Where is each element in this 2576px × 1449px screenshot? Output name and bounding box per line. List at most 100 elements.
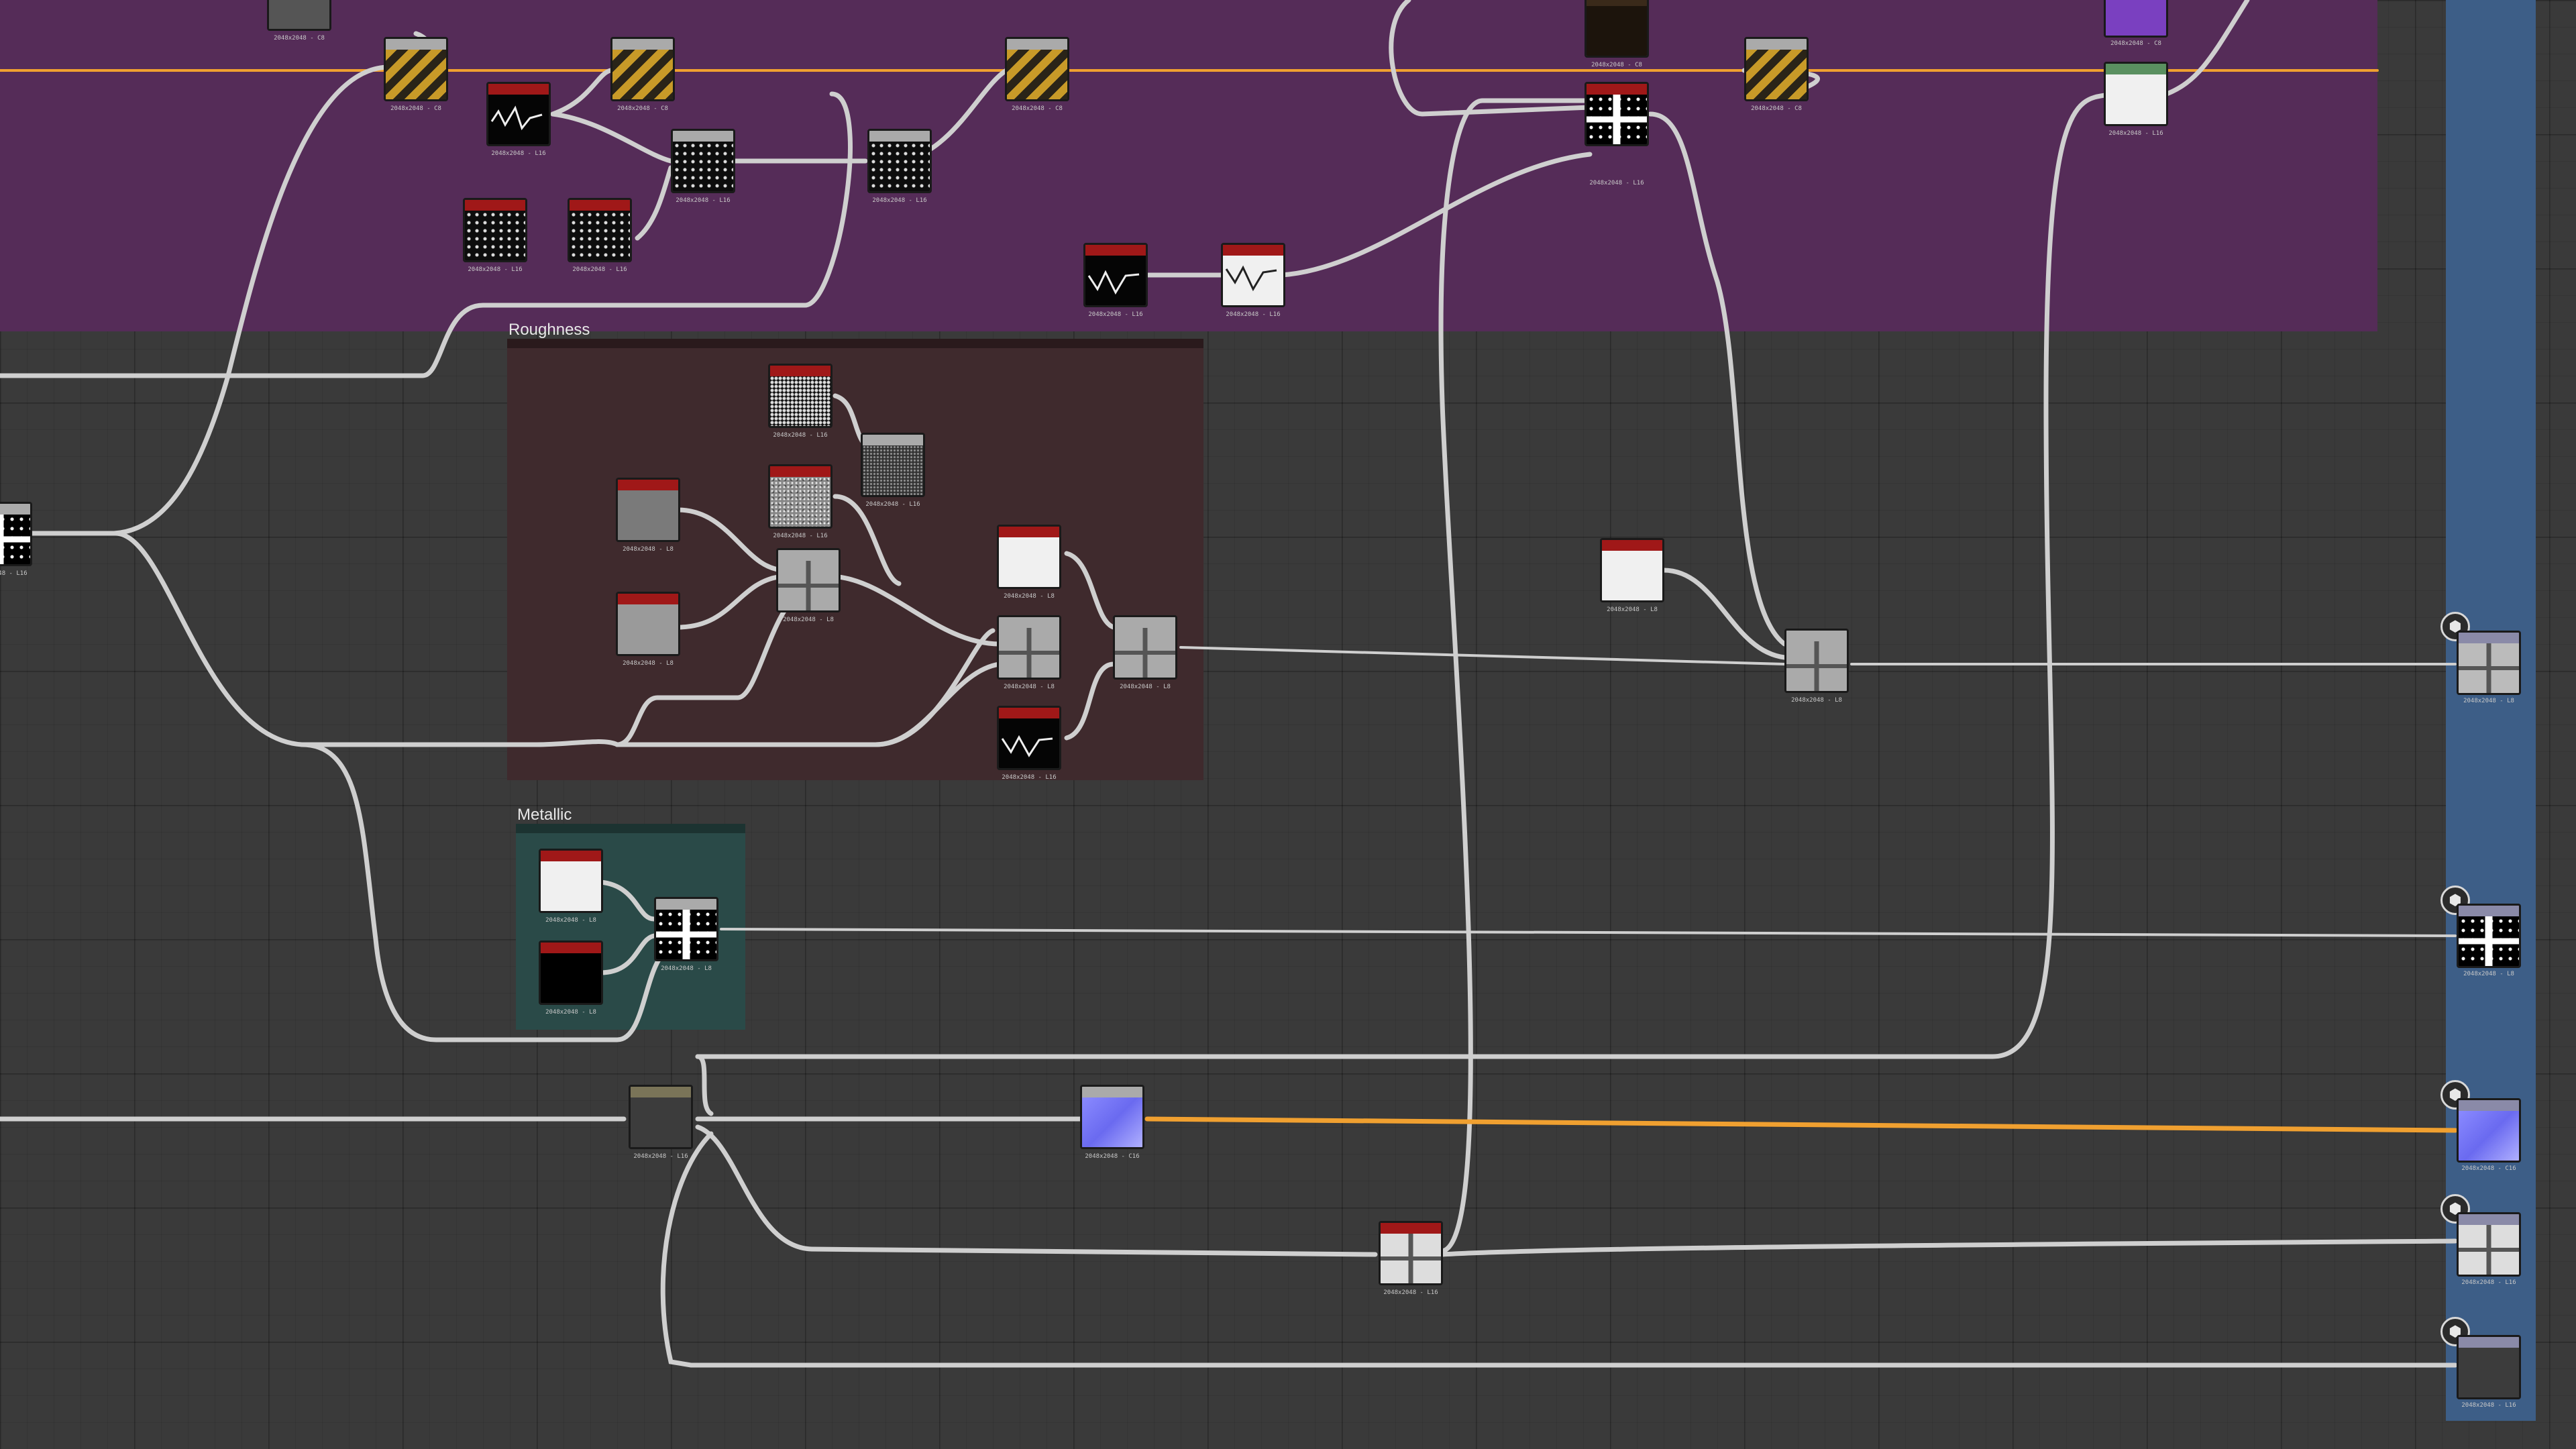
normal-node[interactable] (1080, 1085, 1144, 1149)
node-resolution-label: 2048x2048 - L8 (2463, 698, 2514, 704)
curve-node[interactable] (997, 706, 1061, 770)
wire (1440, 1238, 2458, 1257)
curve-node[interactable] (486, 82, 551, 146)
wire (1179, 646, 1786, 665)
wire (1064, 551, 1116, 630)
cracks-node[interactable] (1585, 82, 1649, 146)
node-resolution-label: 2048x2048 - L8 (1120, 684, 1171, 690)
node-resolution-label: 2048x2048 - L16 (1088, 311, 1143, 318)
node-resolution-label: 2048x2048 - C16 (1085, 1153, 1140, 1160)
blend-node[interactable] (1113, 615, 1177, 680)
scatter-node[interactable] (867, 129, 932, 193)
blend-node[interactable] (610, 37, 675, 101)
node-resolution-label: 2048x2048 - C8 (2110, 40, 2161, 47)
dark-node[interactable] (1585, 0, 1649, 58)
blend-node[interactable] (1784, 629, 1849, 693)
node-resolution-label: 2048x2048 - C8 (390, 105, 441, 112)
levels-node[interactable] (1221, 243, 1285, 307)
roughness-output-node[interactable] (2457, 631, 2521, 695)
blend-node[interactable] (1005, 37, 1069, 101)
scatter-node[interactable] (463, 198, 527, 262)
wire (833, 494, 902, 586)
uniform-node[interactable] (1600, 538, 1664, 602)
node-resolution-label: 2048x2048 - L16 (1383, 1289, 1438, 1296)
ao-output-node[interactable] (2457, 1212, 2521, 1277)
wire (614, 588, 808, 747)
blend-node[interactable] (654, 897, 718, 961)
height-node[interactable] (629, 1085, 693, 1149)
node-resolution-label: 2048x2048 - L8 (2463, 971, 2514, 977)
normal-output-node[interactable] (2457, 1098, 2521, 1163)
noise-node[interactable] (768, 464, 833, 529)
wire (0, 31, 433, 536)
uniform-node[interactable] (616, 592, 680, 656)
cube-icon: ⬢ (2440, 612, 2470, 641)
node-resolution-label: 2048x2048 - L8 (1607, 606, 1658, 613)
metallic-frame-title: Metallic (517, 806, 572, 824)
node-resolution-label: 2048x2048 - L16 (491, 150, 546, 157)
blend-node[interactable] (1744, 37, 1809, 101)
wire (550, 111, 674, 164)
node-resolution-label: 2048x2048 - L8 (1004, 593, 1055, 600)
blend-node[interactable] (384, 37, 448, 101)
cracks-node[interactable] (0, 502, 32, 566)
wire (1648, 111, 1787, 647)
ao-node[interactable] (1379, 1221, 1443, 1285)
blend-node[interactable] (776, 548, 841, 612)
node-resolution-label: 2048x2048 - C8 (274, 35, 325, 42)
node-resolution-label: 2048x2048 - C8 (1751, 105, 1802, 112)
wire (695, 1054, 714, 1116)
cube-icon: ⬢ (2440, 1194, 2470, 1224)
uniform-node[interactable] (2104, 62, 2168, 126)
wire (720, 928, 2457, 937)
wire (836, 574, 1002, 647)
roughness-frame-title: Roughness (508, 321, 590, 339)
grunge-node[interactable] (861, 433, 925, 497)
node-resolution-label: 2048x2048 - L16 (2108, 130, 2163, 137)
wire (873, 661, 1002, 747)
node-resolution-label: 2048x2048 - L16 (773, 432, 828, 439)
wire (675, 574, 781, 630)
node-resolution-label: 2048x2048 - L16 (676, 197, 731, 204)
height-output-node[interactable] (2457, 1335, 2521, 1399)
node-resolution-label: 2048x2048 - L8 (545, 917, 596, 924)
node-resolution-label: 2048x2048 - L8 (1004, 684, 1055, 690)
node-resolution-label: 2048x2048 - L16 (2461, 1402, 2516, 1409)
curve-icon (490, 105, 543, 131)
noise-node[interactable] (768, 364, 833, 428)
node-resolution-label: 2048x2048 - L16 (572, 266, 627, 273)
uniform-node[interactable] (616, 478, 680, 542)
curve-icon (1225, 265, 1277, 292)
wire (2164, 0, 2250, 97)
wire (1389, 0, 1593, 117)
node-resolution-label: 2048x2048 - C8 (1591, 62, 1642, 68)
wire (695, 1124, 1378, 1257)
node-resolution-label: 2048x2048 - L8 (623, 660, 674, 667)
node-resolution-label: 2048x2048 - L16 (1589, 180, 1644, 186)
uniform-node[interactable] (539, 941, 603, 1005)
wire (0, 91, 853, 378)
uniform-node[interactable] (997, 525, 1061, 589)
wire (1279, 152, 1593, 278)
curve-icon (1087, 270, 1140, 295)
wire (1144, 1116, 2458, 1133)
curve-node[interactable] (1083, 243, 1148, 307)
uniform-node[interactable] (539, 849, 603, 913)
scatter-node[interactable] (671, 129, 735, 193)
node-resolution-label: 2048x2048 - L16 (865, 501, 920, 508)
wire (299, 742, 667, 1042)
node-resolution-label: 2048x2048 - L16 (2461, 1279, 2516, 1286)
blend-node[interactable] (997, 615, 1061, 680)
node-resolution-label: 2048x2048 - C8 (617, 105, 668, 112)
purple-node[interactable] (2104, 0, 2168, 38)
wire (550, 68, 613, 117)
gray-node[interactable] (267, 0, 331, 31)
metallic-output-node[interactable] (2457, 904, 2521, 968)
output-column[interactable] (2446, 0, 2536, 1421)
wire (635, 165, 674, 241)
node-resolution-label: 2048x2048 - L16 (0, 570, 28, 577)
wire (1438, 98, 1593, 1257)
node-resolution-label: 2048x2048 - L16 (872, 197, 927, 204)
scatter-node[interactable] (568, 198, 632, 262)
